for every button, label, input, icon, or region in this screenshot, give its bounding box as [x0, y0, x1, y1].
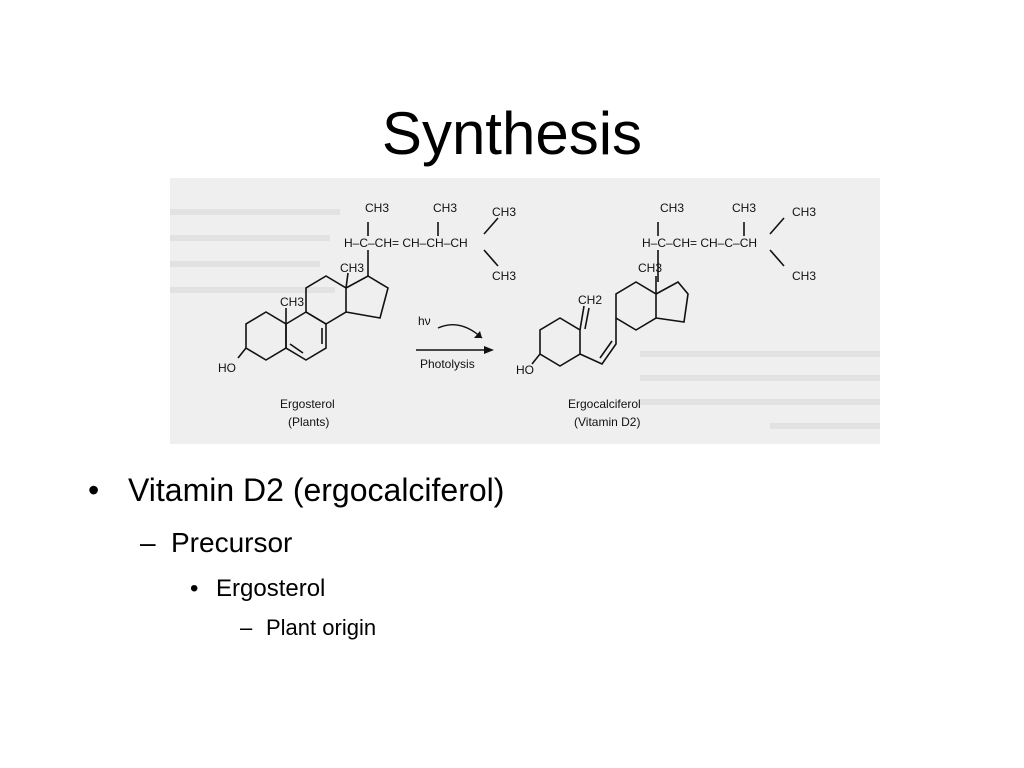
ergocalciferol-ch3-3: CH3 — [792, 205, 816, 219]
ergosterol-labels: CH3 CH3 CH3 H–C–CH= CH–CH–CH CH3 CH3 CH3… — [218, 201, 516, 429]
ergocalciferol-name: Ergocalciferol — [568, 397, 641, 411]
ergocalciferol-source: (Vitamin D2) — [574, 415, 640, 429]
ergocalciferol-structure — [531, 217, 785, 367]
bullet-marker: • — [88, 472, 100, 508]
ergosterol-source: (Plants) — [288, 415, 329, 429]
ergosterol-structure — [237, 217, 499, 361]
ergosterol-side-chain: H–C–CH= CH–CH–CH — [344, 236, 468, 250]
bullet-level3: • Ergosterol — [190, 575, 325, 603]
bullet-marker: – — [240, 615, 253, 640]
ergocalciferol-side-chain: H–C–CH= CH–C–CH — [642, 236, 757, 250]
bullet-text: Vitamin D2 (ergocalciferol) — [128, 472, 505, 508]
ergosterol-ch3-2: CH3 — [433, 201, 457, 215]
reaction-condition-photolysis: Photolysis — [420, 357, 475, 371]
ergosterol-hydroxyl: HO — [218, 361, 236, 375]
reaction-figure: CH3 CH3 CH3 H–C–CH= CH–CH–CH CH3 CH3 CH3… — [170, 178, 880, 444]
ergocalciferol-ch3-2: CH3 — [732, 201, 756, 215]
ergosterol-name: Ergosterol — [280, 397, 335, 411]
ergosterol-ring-ch3-c: CH3 — [340, 261, 364, 275]
ergosterol-ch3-bottom: CH3 — [492, 269, 516, 283]
ergocalciferol-methylene: CH2 — [578, 293, 602, 307]
slide-title: Synthesis — [381, 100, 643, 167]
ergocalciferol-labels: CH3 CH3 CH3 H–C–CH= CH–C–CH CH3 CH3 CH2 … — [516, 201, 816, 429]
ergocalciferol-ch3-1: CH3 — [660, 201, 684, 215]
bullet-marker: • — [190, 575, 199, 602]
reaction-condition-hv: hν — [418, 314, 431, 328]
ergocalciferol-ring-ch3: CH3 — [638, 261, 662, 275]
reaction-arrow: hν Photolysis — [416, 314, 494, 371]
ergosterol-ch3-1: CH3 — [365, 201, 389, 215]
bullet-level2: – Precursor — [140, 527, 292, 559]
bullet-text: Ergosterol — [216, 575, 326, 602]
bullet-text: Plant origin — [266, 615, 377, 640]
ergocalciferol-ch3-bottom: CH3 — [792, 269, 816, 283]
ergosterol-ring-ch3-a: CH3 — [280, 295, 304, 309]
bullet-text: Precursor — [171, 527, 293, 558]
bullet-level1: • Vitamin D2 (ergocalciferol) — [88, 472, 504, 509]
bullet-marker: – — [140, 527, 156, 558]
bullet-level4: – Plant origin — [240, 615, 376, 641]
ergosterol-ch3-3: CH3 — [492, 205, 516, 219]
ergocalciferol-hydroxyl: HO — [516, 363, 534, 377]
